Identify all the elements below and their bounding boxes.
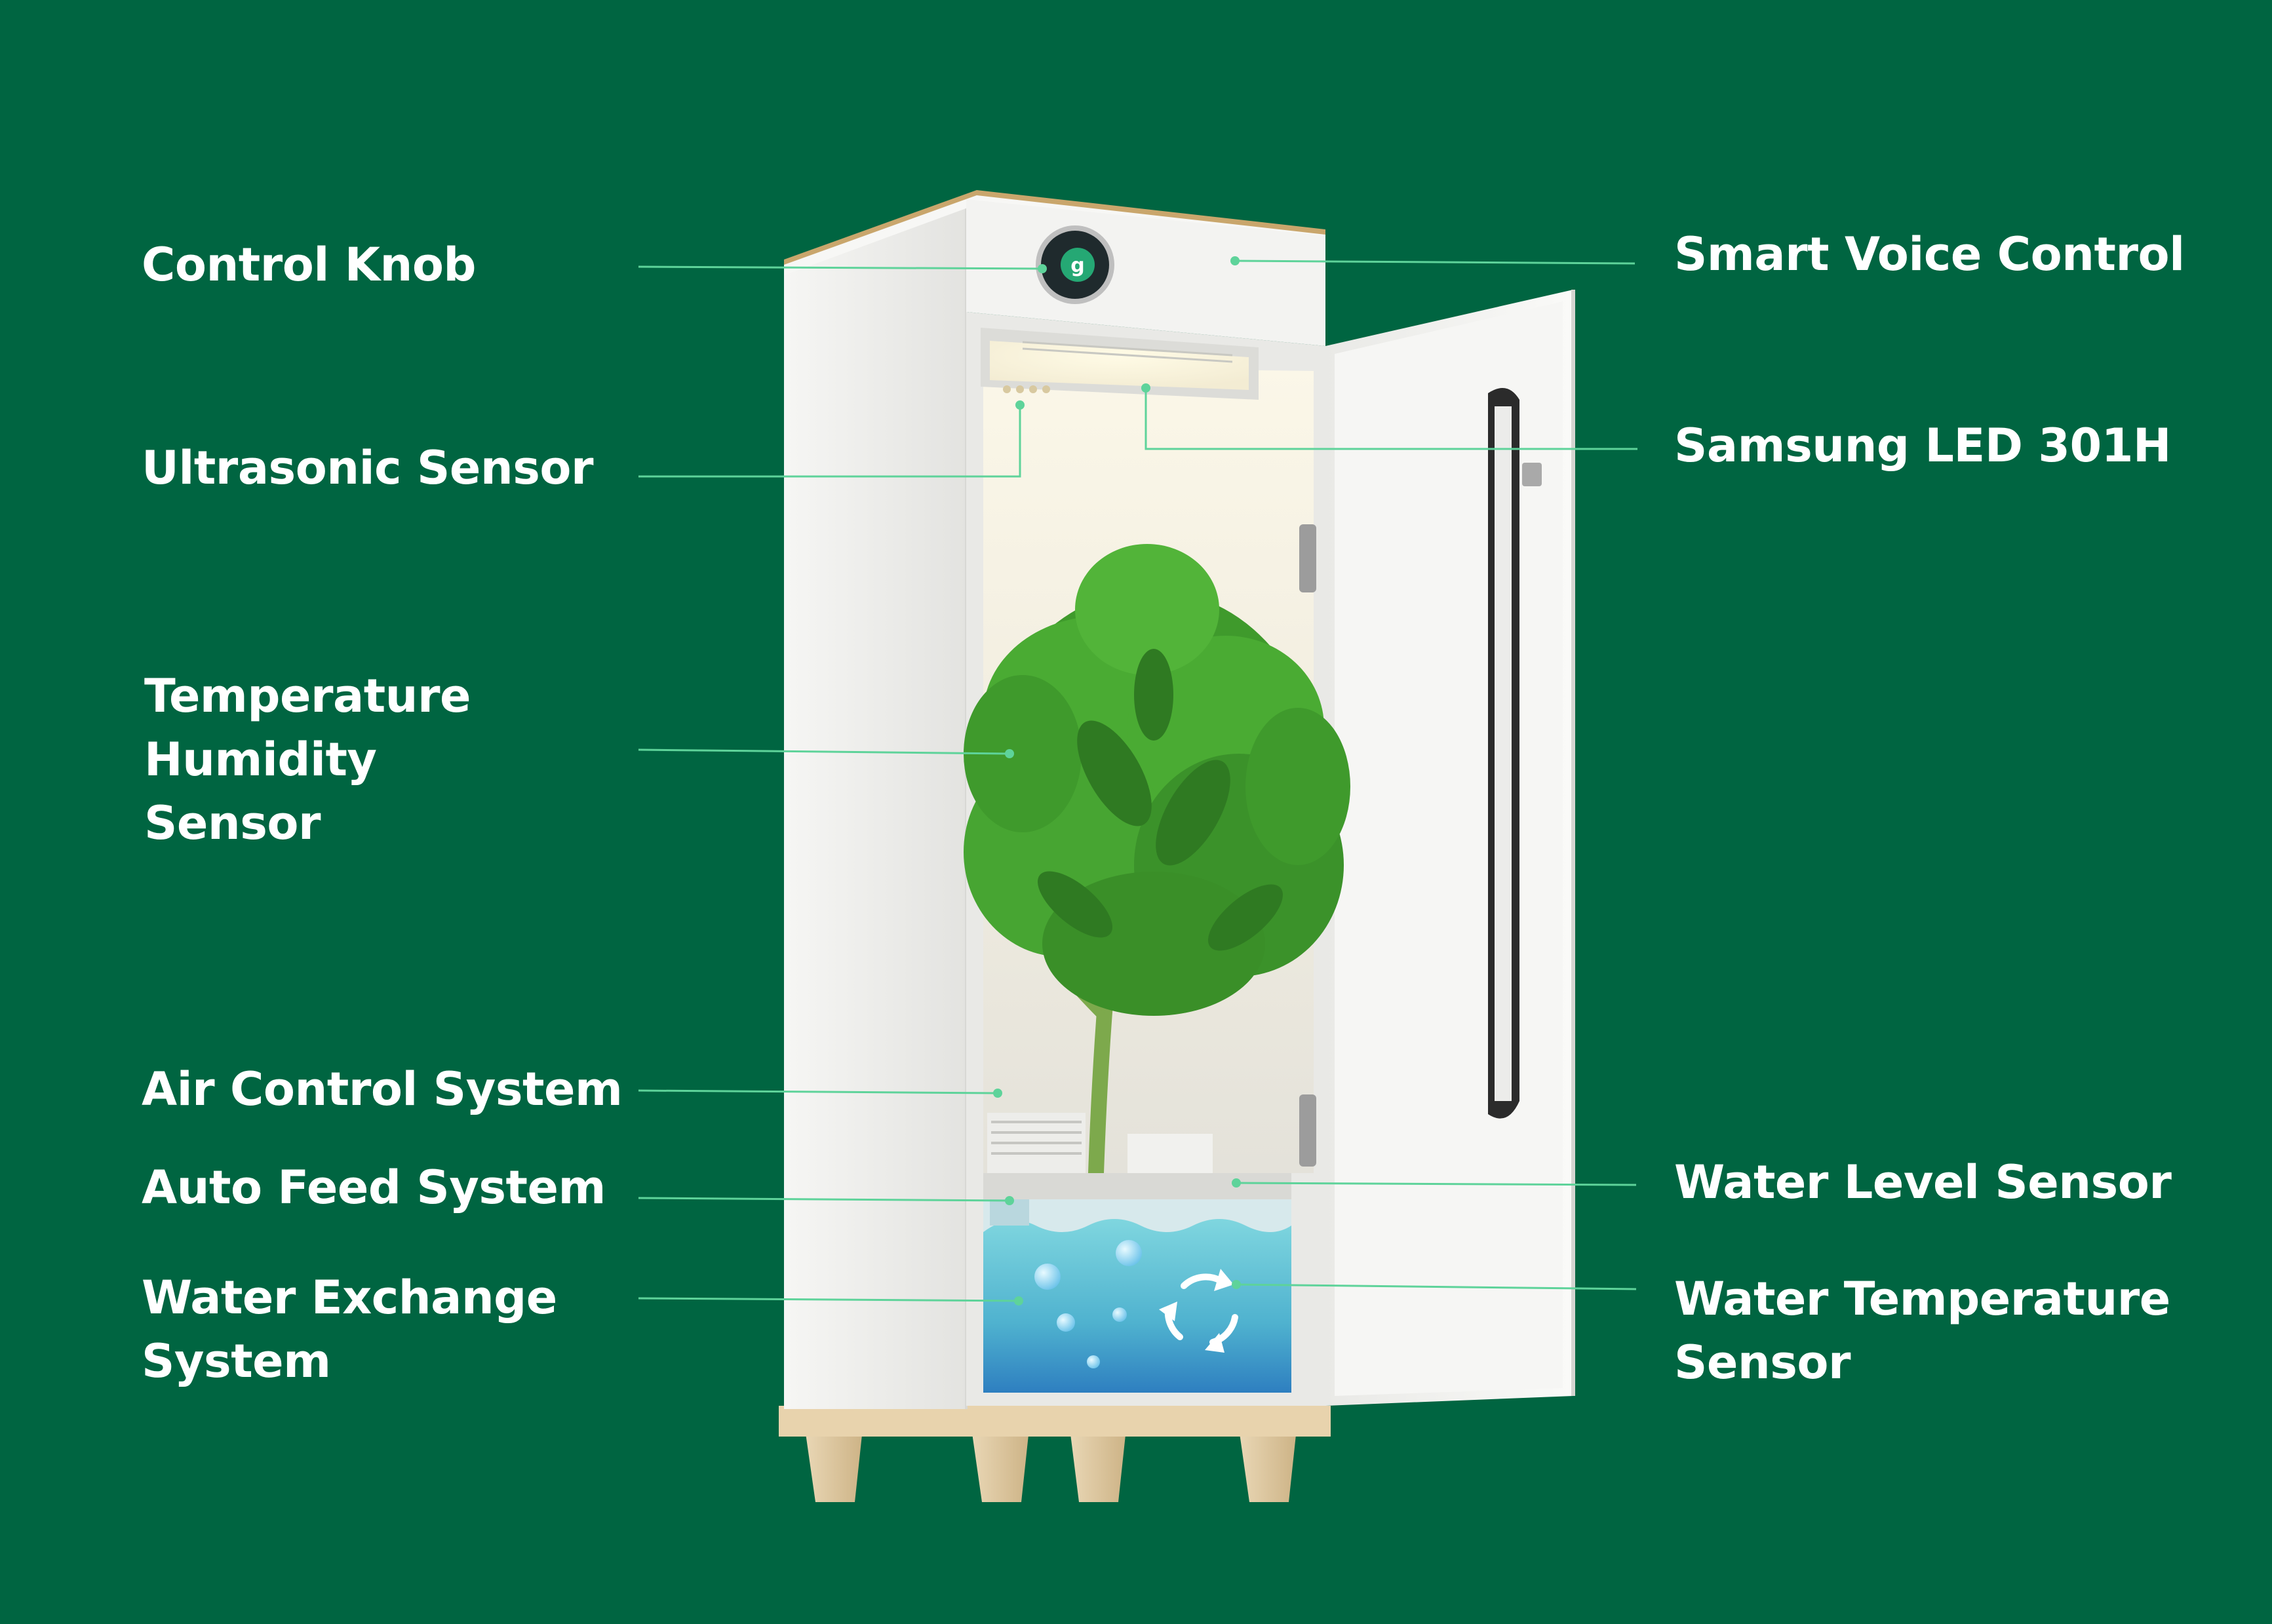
label-samsung-led: Samsung LED 301H <box>1674 419 2172 473</box>
door-hinge <box>1299 1094 1316 1167</box>
control-knob-device: g <box>1036 225 1114 304</box>
cabinet-door <box>1299 290 1575 1406</box>
label-air-control-system: Air Control System <box>142 1062 623 1116</box>
cabinet-legs <box>805 1429 1297 1502</box>
plant-canopy <box>964 544 1350 1016</box>
label-water-level-sensor: Water Level Sensor <box>1674 1155 2172 1209</box>
cabinet-top <box>784 191 1325 275</box>
label-water-temperature-sensor: Water Temperature Sensor <box>1674 1272 2170 1389</box>
label-ultrasonic-sensor: Ultrasonic Sensor <box>142 441 594 495</box>
wood-base <box>779 1406 1331 1437</box>
label-auto-feed-system: Auto Feed System <box>142 1161 606 1214</box>
door-hinge <box>1299 524 1316 592</box>
label-smart-voice-control: Smart Voice Control <box>1674 227 2185 281</box>
cabinet-side-panel <box>784 197 966 1409</box>
label-water-exchange-system: Water Exchange System <box>142 1271 557 1388</box>
label-temperature-humidity-sensor: Temperature Humidity Sensor <box>144 669 471 850</box>
label-control-knob: Control Knob <box>142 238 477 292</box>
knob-logo: g <box>1070 254 1084 277</box>
air-control-fan <box>987 1113 1213 1173</box>
water-reservoir <box>983 1173 1291 1393</box>
leader-lines <box>638 260 1637 1302</box>
